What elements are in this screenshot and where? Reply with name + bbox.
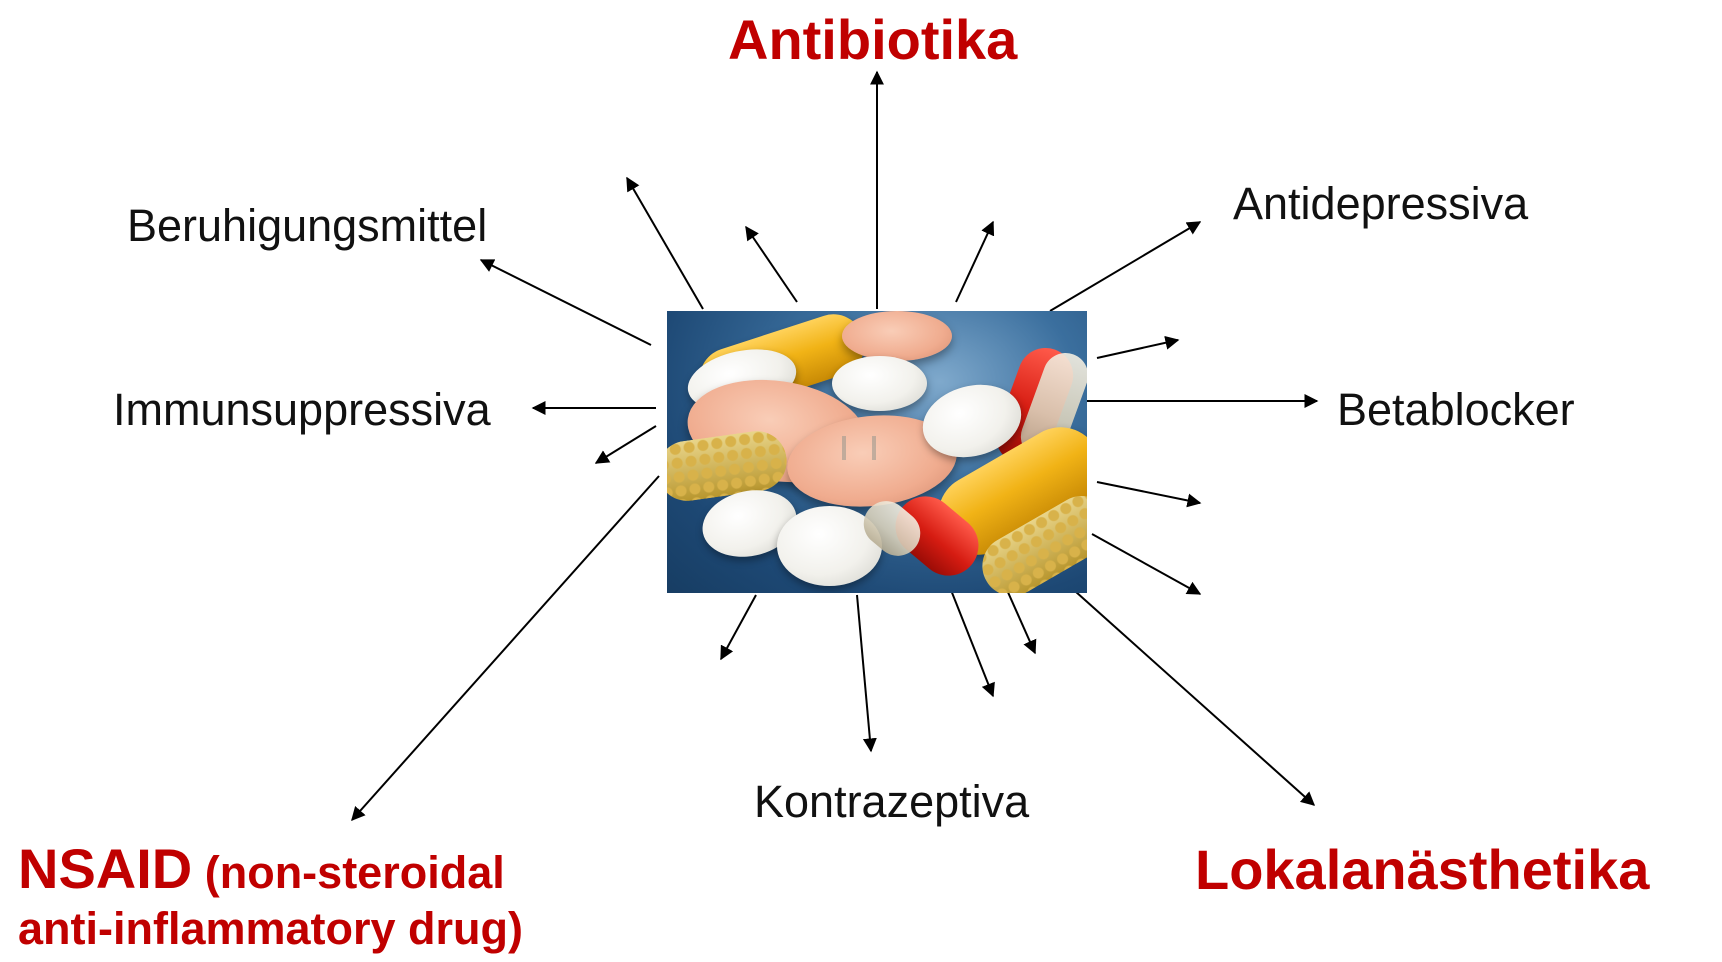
- arrow-right-upper: [1097, 340, 1178, 358]
- arrow-bottom-3: [947, 580, 993, 696]
- label-lokalanaesthetika: Lokalanästhetika: [1195, 838, 1649, 902]
- label-antibiotika: Antibiotika: [728, 8, 1017, 72]
- label-nsaid: NSAID (non-steroidal: [18, 837, 505, 901]
- arrow-lokalanaesthetika: [1066, 583, 1314, 805]
- label-beruhigungsmittel: Beruhigungsmittel: [127, 200, 487, 252]
- arrow-upper-right-1: [956, 222, 993, 302]
- label-betablocker: Betablocker: [1337, 384, 1575, 436]
- arrow-antidepressiva: [1050, 222, 1200, 311]
- nsaid-main: NSAID: [18, 837, 192, 900]
- label-antidepressiva: Antidepressiva: [1233, 178, 1528, 230]
- arrow-bottom-4: [1007, 590, 1035, 653]
- arrow-left-lower: [596, 426, 656, 463]
- arrow-nsaid: [352, 476, 659, 820]
- arrow-right-low: [1092, 534, 1200, 594]
- arrow-right-mid: [1097, 482, 1200, 503]
- nsaid-sub-line1: (non-steroidal: [192, 847, 505, 898]
- arrow-upper-left-1: [627, 178, 703, 309]
- arrow-kontrazeptiva: [857, 595, 871, 751]
- label-immunsuppressiva: Immunsuppressiva: [113, 384, 491, 436]
- arrow-beruhigungsmittel: [481, 260, 651, 345]
- nsaid-sub-line2: anti-inflammatory drug): [18, 903, 523, 955]
- arrow-upper-left-2: [746, 227, 797, 302]
- arrow-bottom-1: [721, 595, 756, 659]
- pills-photo: [667, 311, 1087, 593]
- label-kontrazeptiva: Kontrazeptiva: [754, 776, 1029, 828]
